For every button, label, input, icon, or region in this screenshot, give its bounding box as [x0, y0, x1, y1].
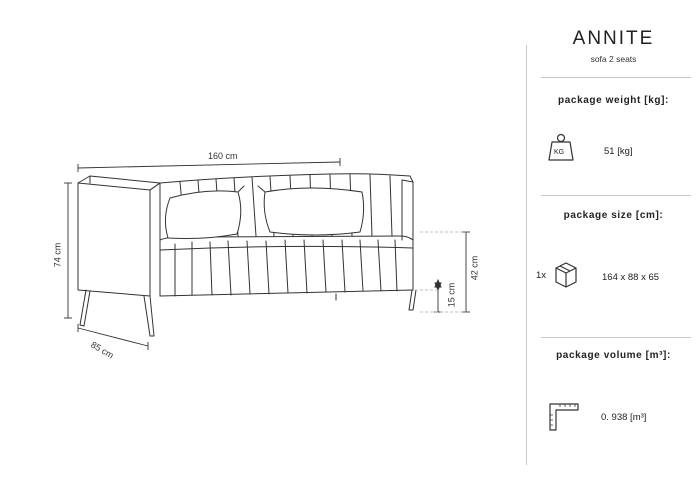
volume-icon — [547, 402, 581, 437]
weight-icon-label: KG — [554, 149, 565, 156]
product-info-panel: ANNITE sofa 2 seats package weight [kg]:… — [527, 0, 700, 494]
box-icon — [552, 260, 580, 295]
section-divider — [541, 337, 691, 338]
section-divider — [541, 77, 691, 78]
package-volume-heading: package volume [m³]: — [556, 350, 671, 361]
width-dimension-label: 160 cm — [208, 151, 238, 161]
package-size-value: 164 x 88 x 65 — [602, 272, 660, 283]
sofa-technical-drawing: 160 cm 74 cm 85 cm 42 cm 15 cm — [52, 151, 480, 360]
panel-divider — [526, 45, 527, 465]
seat-height-dimension-label: 42 cm — [469, 255, 480, 281]
package-weight-value: 51 [kg] — [604, 146, 633, 157]
sofa-illustration — [64, 158, 470, 350]
weight-icon — [547, 132, 575, 167]
package-weight-heading: package weight [kg]: — [558, 95, 669, 106]
leg-height-dimension-label: 15 cm — [446, 282, 457, 308]
package-count: 1x — [536, 270, 547, 281]
product-subtitle: sofa 2 seats — [590, 54, 637, 64]
product-title: ANNITE — [572, 28, 655, 49]
section-divider — [541, 195, 691, 196]
package-size-heading: package size [cm]: — [563, 210, 664, 221]
package-volume-value: 0. 938 [m³] — [601, 412, 647, 423]
height-dimension-label: 74 cm — [52, 242, 63, 268]
